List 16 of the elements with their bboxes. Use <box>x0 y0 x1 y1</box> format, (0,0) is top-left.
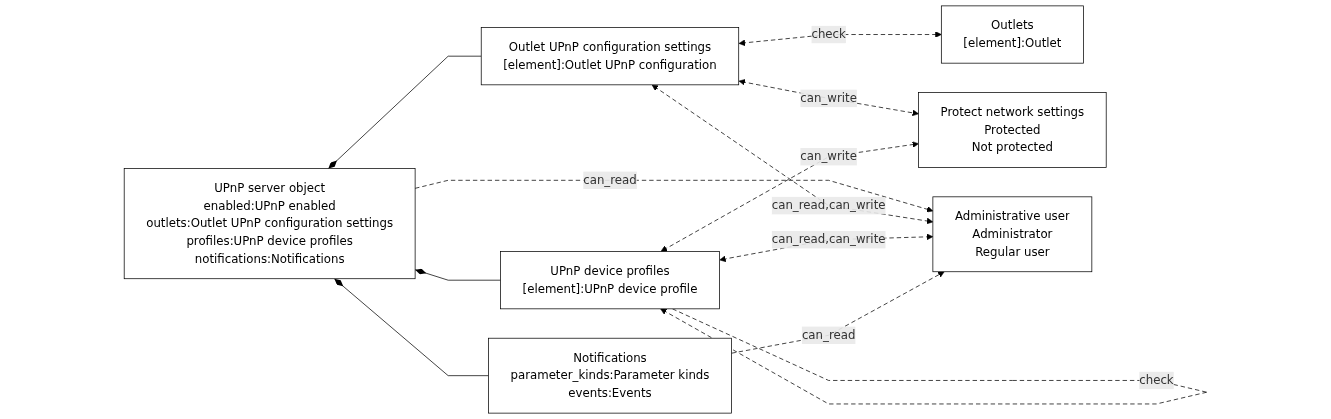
arrow <box>660 141 919 252</box>
node-box: UPnP device profiles [element]:UPnP device profile <box>500 251 720 310</box>
edge-label: can_write <box>800 149 857 164</box>
edge-label: can_write <box>800 91 857 106</box>
node-box: Outlets [element]:Outlet <box>940 5 1084 64</box>
node-box: Administrative user Administrator Regular user <box>932 196 1093 273</box>
edge-label: can_read,can_write <box>771 198 886 213</box>
edge-label: can_read <box>801 327 856 342</box>
node-box: Protect network settings Protected Not protected <box>918 92 1107 168</box>
edge-label: check <box>811 27 846 42</box>
edge-label: can_read,can_write <box>771 232 886 247</box>
edge-label: check <box>1139 373 1174 388</box>
node-box: Notifications parameter_kinds:Parameter kinds events:Events <box>488 337 732 414</box>
node-box: UPnP server object enabled:UPnP enabled outlets:Outlet UPnP configuration settings profiles:UPnP device profiles notifications:Notifications <box>123 168 416 280</box>
edge-label: can_read <box>583 172 637 187</box>
node-box: Outlet UPnP configuration settings [element]:Outlet UPnP configuration <box>480 27 740 86</box>
